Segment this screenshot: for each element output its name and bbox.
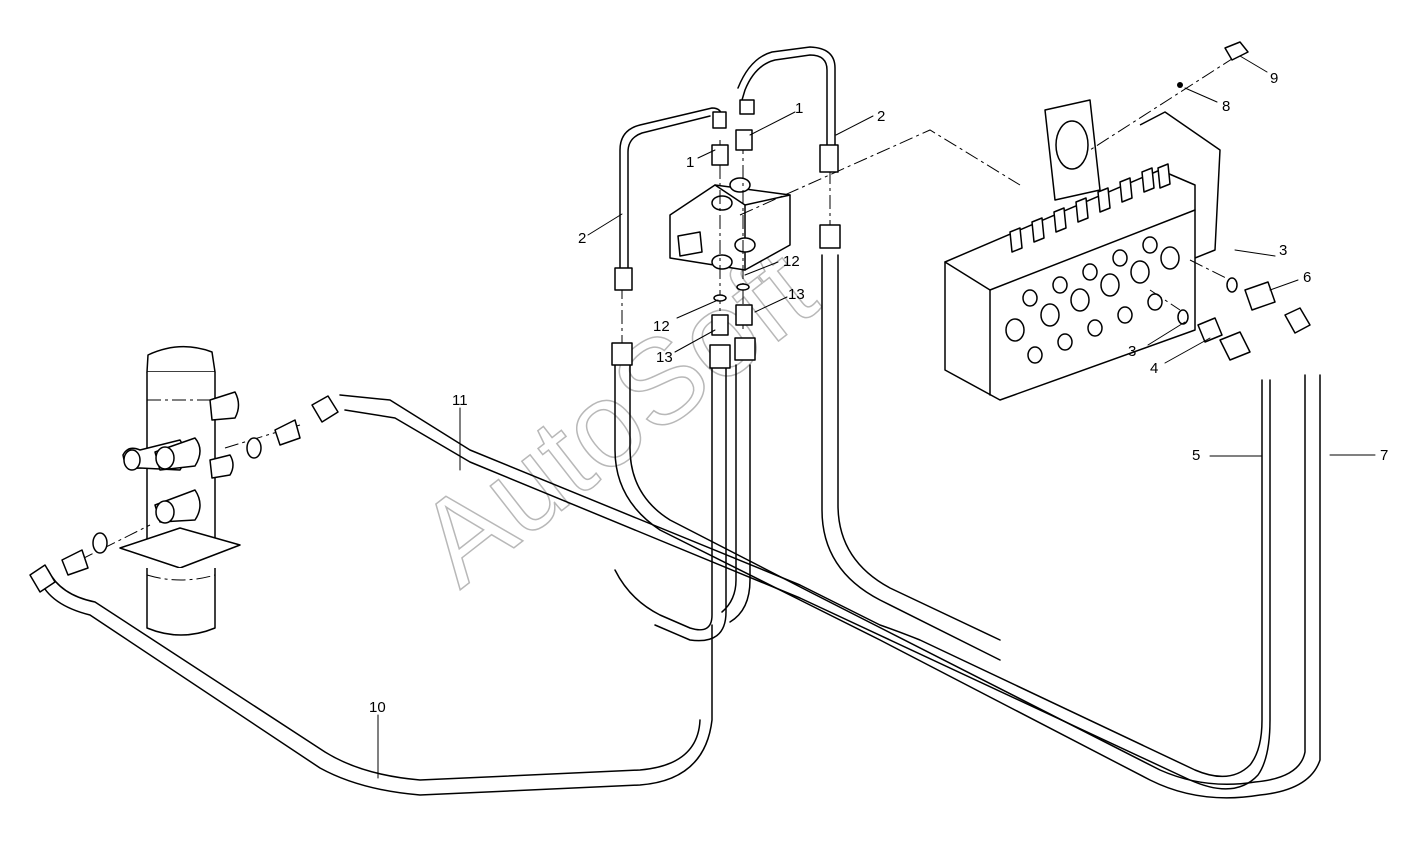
rotary-block (669, 177, 791, 271)
callout-13b: 13 (656, 349, 673, 366)
callout-8: 8 (1222, 98, 1230, 115)
callout-6: 6 (1303, 269, 1311, 286)
callout-11: 11 (452, 392, 468, 409)
control-valve (944, 99, 1221, 401)
center-lines (79, 56, 1236, 561)
valve-caps (1009, 163, 1171, 253)
callout-3a: 3 (1279, 242, 1287, 259)
callout-1b: 1 (686, 154, 694, 171)
callout-12a: 12 (783, 253, 800, 270)
callout-9: 9 (1270, 70, 1278, 87)
callout-2b: 2 (877, 108, 885, 125)
callout-5: 5 (1192, 447, 1200, 464)
callouts: 1 1 2 2 3 3 4 5 6 7 8 9 10 11 12 12 13 1… (369, 70, 1388, 716)
fittings (29, 41, 1311, 593)
valve-ports (1005, 236, 1180, 364)
callout-3b: 3 (1128, 343, 1136, 360)
swivel-joint (119, 345, 241, 636)
callout-13a: 13 (788, 286, 805, 303)
callout-12b: 12 (653, 318, 670, 335)
callout-4: 4 (1150, 360, 1158, 377)
callout-1a: 1 (795, 100, 803, 117)
callout-10: 10 (369, 699, 386, 716)
hoses (39, 46, 1321, 799)
callout-7: 7 (1380, 447, 1388, 464)
leader-lines (377, 55, 1376, 779)
callout-2a: 2 (578, 230, 586, 247)
